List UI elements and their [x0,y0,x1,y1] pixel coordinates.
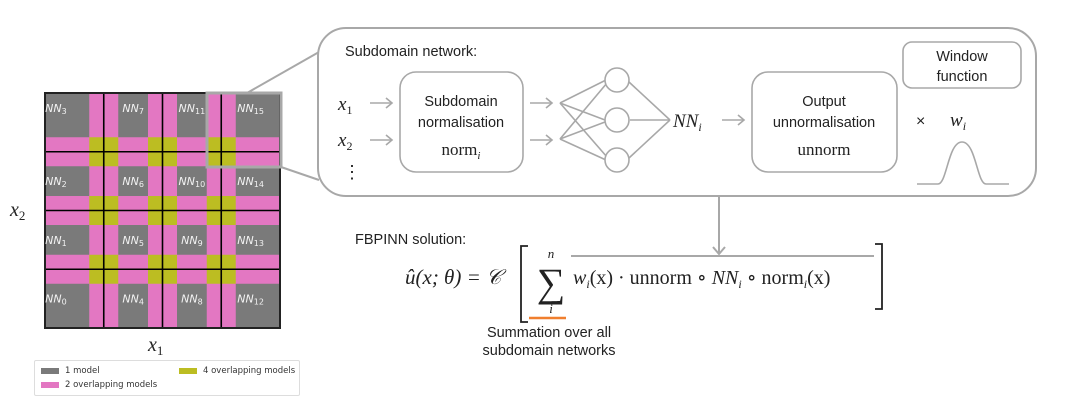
subdomain-label-NN12: NN12 [237,293,264,307]
unnorm-box-line1: Output [802,94,846,110]
subdomain-label-NN2: NN2 [45,175,67,189]
subdomain-label-NN15: NN15 [237,102,264,116]
legend-item-two-overlap: 2 overlapping models [41,380,157,390]
hidden-node [604,107,630,133]
summation-annotation-line2: subdomain networks [483,343,616,359]
sum-upper-limit: n [548,246,555,261]
subdomain-label-NN11: NN11 [179,102,206,116]
subdomain-label-NN1: NN1 [45,234,67,248]
unnormalisation-box [751,71,898,173]
norm-box-math: normi [442,140,481,162]
legend-label: 1 model [65,366,100,376]
hidden-node [604,147,630,173]
input-arrows [370,97,394,146]
input-x1: x1 [337,94,352,117]
norm-box-line2: normalisation [418,115,504,131]
subdomain-label-NN14: NN14 [237,175,264,189]
legend-label: 4 overlapping models [203,366,296,376]
input-x2: x2 [337,130,352,153]
subdomain-label-NN0: NN0 [45,293,67,307]
legend-swatch-one-model [41,368,59,374]
hidden-node [604,67,630,93]
unnorm-box-line2: unnormalisation [773,115,875,131]
subdomain-label-NN3: NN3 [45,102,67,116]
subdomain-network-title: Subdomain network: [345,44,477,60]
legend-item-one-model: 1 model [41,366,100,376]
window-function-box [902,41,1022,89]
legend-label: 2 overlapping models [65,380,158,390]
x2-axis-label: x2 [9,199,25,223]
zoom-connector-top [246,51,320,94]
solution-lhs: û(x; θ) = 𝒞 [405,265,507,289]
network-output-label: NNi [672,111,702,134]
sum-lower-limit: i [549,301,553,316]
left-bracket [520,245,528,323]
nn-to-unnorm-arrow [722,114,746,126]
neural-network-graphic [559,67,671,173]
subdomain-label-NN13: NN13 [237,234,264,248]
normalisation-box [399,71,524,173]
solution-summand: wi(x) · unnorm ∘ NNi ∘ normi(x) [573,267,830,291]
zoom-connector-bottom [280,166,320,181]
multiply-symbol: × [916,113,925,130]
x1-axis-label: x1 [147,334,163,358]
legend-swatch-two-overlap [41,382,59,388]
highlight-subdomain-box [205,91,283,169]
unnorm-box-math: unnorm [798,140,851,159]
domain-border [44,92,281,329]
subdomain-label-NN10: NN10 [179,175,206,189]
window-box-line2: function [937,69,988,85]
subdomain-label-NN5: NN5 [122,234,144,248]
summation-annotation-line1: Summation over all [487,325,611,341]
norm-to-network-arrows [530,97,554,146]
subdomain-label-NN7: NN7 [122,102,144,116]
subdomain-label-NN4: NN4 [122,293,144,307]
right-bracket [875,243,883,310]
subdomain-label-NN9: NN9 [181,234,203,248]
window-weight-label: wi [950,110,966,133]
legend-item-four-overlap: 4 overlapping models [179,366,295,376]
sum-symbol: ∑ [537,260,566,305]
solution-title: FBPINN solution: [355,232,466,248]
norm-box-line1: Subdomain [424,94,497,110]
input-ellipsis: ⋮ [343,162,361,182]
subdomain-label-NN8: NN8 [181,293,203,307]
network-to-solution-arrow [712,196,726,256]
legend-swatch-four-overlap [179,368,197,374]
grid-legend: 1 model 2 overlapping models 4 overlappi… [34,360,300,396]
window-function-curve [917,141,1009,185]
window-box-line1: Window [936,49,988,65]
subdomain-label-NN6: NN6 [122,175,144,189]
